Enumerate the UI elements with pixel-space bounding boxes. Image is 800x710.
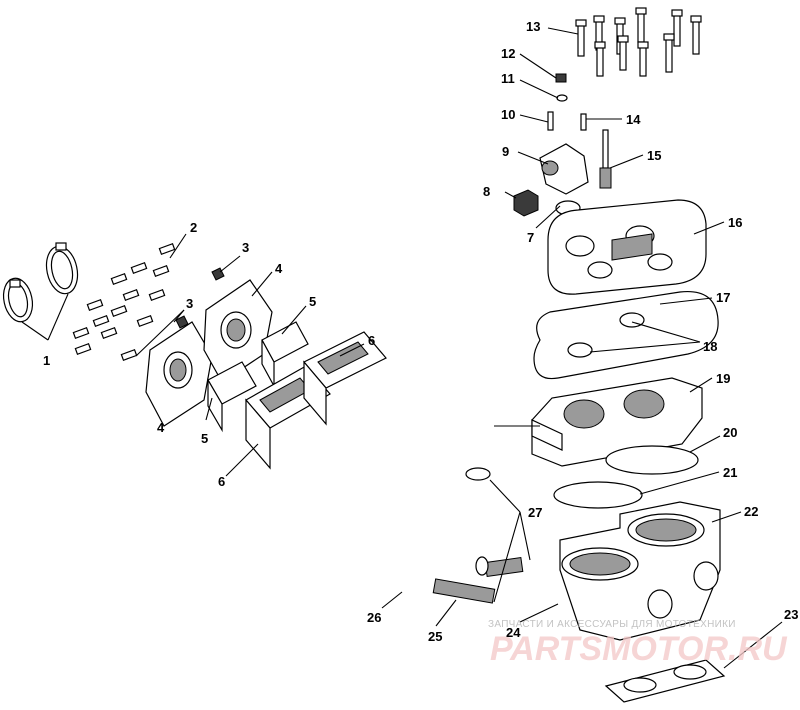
o-ring-18b xyxy=(567,342,593,358)
screw-14 xyxy=(580,113,587,131)
hose-clamp-1a xyxy=(45,242,79,295)
callout-label: 3 xyxy=(242,240,249,255)
callout-label: 2 xyxy=(190,220,197,235)
callout-label: 8 xyxy=(483,184,490,199)
watermark-caption: ЗАПЧАСТИ И АКСЕССУАРЫ ДЛЯ МОТОТЕХНИКИ xyxy=(488,619,736,630)
callout-label: 6 xyxy=(368,333,375,348)
callout-label: 4 xyxy=(157,420,165,435)
callout-label: 16 xyxy=(728,215,742,230)
callout-label: 21 xyxy=(723,465,737,480)
callout-label: 5 xyxy=(201,431,208,446)
hose-25 xyxy=(432,578,496,604)
callout-label: 12 xyxy=(501,46,515,61)
hose-clamp-27a xyxy=(465,467,491,481)
head-bolts-13 xyxy=(575,7,702,77)
callout-label: 15 xyxy=(647,148,661,163)
cylinder-head-19 xyxy=(531,377,703,467)
callout-label: 17 xyxy=(716,290,730,305)
hose-clamp-1b xyxy=(2,277,34,323)
elbow-fitting-27b xyxy=(475,556,524,578)
callout-label: 24 xyxy=(506,625,521,640)
base-gasket-23 xyxy=(604,659,726,703)
callout-label: 1 xyxy=(43,353,50,368)
temperature-sensor-15 xyxy=(599,129,612,189)
watermark: ЗАПЧАСТИ И АКСЕССУАРЫ ДЛЯ МОТОТЕХНИКИ PA… xyxy=(488,619,788,668)
nut-12 xyxy=(555,73,567,83)
callout-label: 9 xyxy=(502,144,509,159)
callout-label: 23 xyxy=(784,607,798,622)
watermark-logo: PARTSMOTOR.RU xyxy=(490,630,788,668)
callout-label: 3 xyxy=(186,296,193,311)
callout-label: 22 xyxy=(744,504,758,519)
callout-label: 11 xyxy=(501,71,515,86)
callout-label: 6 xyxy=(218,474,225,489)
water-outlet-9 xyxy=(539,143,589,195)
callout-label: 10 xyxy=(501,107,515,122)
water-hose-26 xyxy=(373,479,486,602)
cylinder-22 xyxy=(559,501,721,641)
leader-lines xyxy=(21,27,783,669)
reed-cage-4b xyxy=(203,279,273,383)
callout-label: 14 xyxy=(626,112,641,127)
callout-label: 4 xyxy=(275,261,283,276)
callout-label: 7 xyxy=(527,230,534,245)
callout-label: 27 xyxy=(528,505,542,520)
callout-label: 25 xyxy=(428,629,442,644)
callout-label: 5 xyxy=(309,294,316,309)
intake-bolts xyxy=(72,243,176,361)
reed-block-6b xyxy=(303,331,387,426)
reed-cage-4a xyxy=(145,321,213,427)
callout-label: 20 xyxy=(723,425,737,440)
callout-label: 26 xyxy=(367,610,381,625)
screw-10 xyxy=(547,111,554,131)
callout-label: 19 xyxy=(716,371,730,386)
o-ring-17 xyxy=(533,290,719,380)
head-cover-16 xyxy=(547,199,707,295)
reed-petal-5a xyxy=(207,361,257,433)
washer-11 xyxy=(556,94,568,102)
callout-labels: 1 2 3 3 4 4 5 5 6 6 7 8 9 10 11 12 13 14… xyxy=(43,19,798,644)
head-gasket-20 xyxy=(605,445,699,475)
callout-label: 13 xyxy=(526,19,540,34)
thermostat-8 xyxy=(513,189,539,217)
callout-label: 18 xyxy=(703,339,717,354)
head-gasket-21 xyxy=(553,481,643,509)
